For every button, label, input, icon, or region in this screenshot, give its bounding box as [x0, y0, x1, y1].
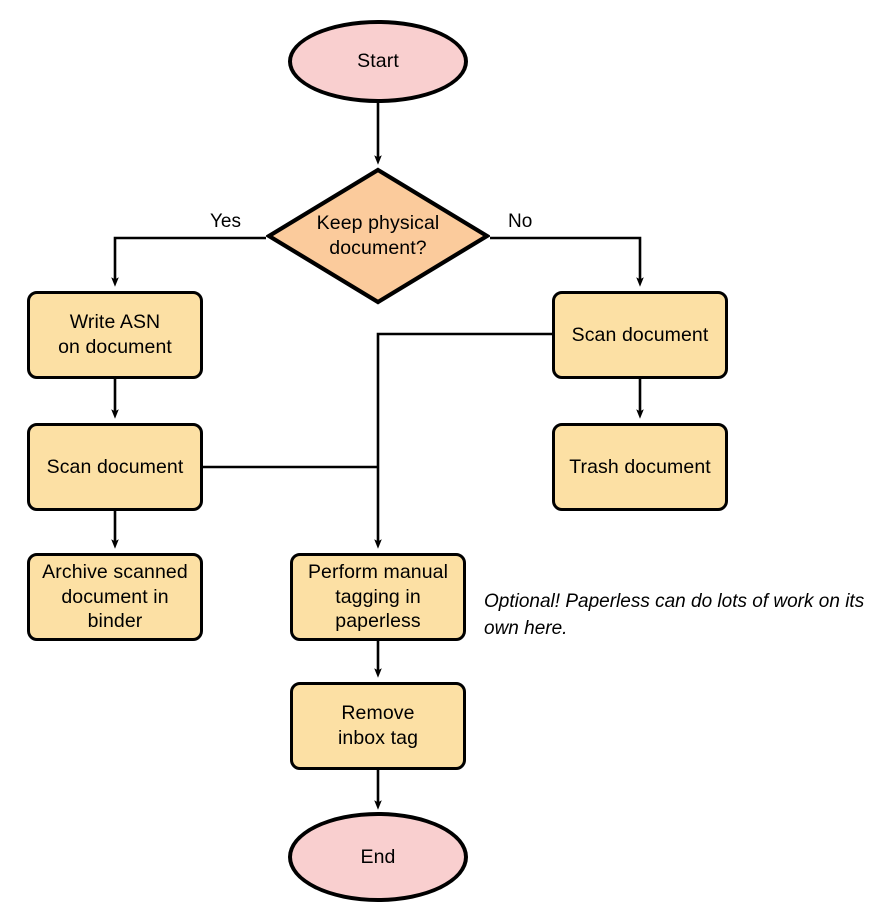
node-end-label: End: [360, 845, 396, 868]
node-scan-document-left-label: Scan document: [46, 455, 184, 478]
node-remove-inbox-tag-label: Remove inbox tag: [337, 702, 419, 749]
node-write-asn-on-document[interactable]: Write ASN on document: [27, 291, 203, 379]
node-archive-label: Archive scanned document in binder: [42, 561, 188, 633]
node-scan-document-right[interactable]: Scan document: [552, 291, 728, 379]
connector-decision-no-to-scan-right: [490, 236, 644, 287]
node-decision-keep-physical-document[interactable]: Keep physical document?: [266, 167, 490, 305]
node-manual-tagging-label: Perform manual tagging in paperless: [307, 561, 449, 633]
node-trash-document-label: Trash document: [569, 455, 711, 478]
annotation-optional-note: Optional! Paperless can do lots of work …: [484, 591, 865, 639]
node-archive-scanned-document[interactable]: Archive scanned document in binder: [27, 553, 203, 641]
node-remove-inbox-tag[interactable]: Remove inbox tag: [290, 682, 466, 770]
node-start[interactable]: Start: [288, 20, 468, 103]
node-write-asn-label: Write ASN on document: [58, 311, 172, 358]
decision-diamond-shape: [266, 167, 490, 305]
connector-scan-right-to-manual-tagging: [374, 332, 552, 549]
node-start-label: Start: [357, 50, 399, 73]
node-scan-document-right-label: Scan document: [571, 323, 709, 346]
node-scan-document-left[interactable]: Scan document: [27, 423, 203, 511]
node-decision-label: Keep physical document?: [316, 212, 440, 259]
connector-decision-yes-to-write-asn: [111, 236, 266, 287]
node-perform-manual-tagging[interactable]: Perform manual tagging in paperless: [290, 553, 466, 641]
edge-label-no: No: [508, 211, 533, 232]
node-end[interactable]: End: [288, 812, 468, 902]
node-trash-document[interactable]: Trash document: [552, 423, 728, 511]
edge-label-yes: Yes: [210, 211, 241, 232]
